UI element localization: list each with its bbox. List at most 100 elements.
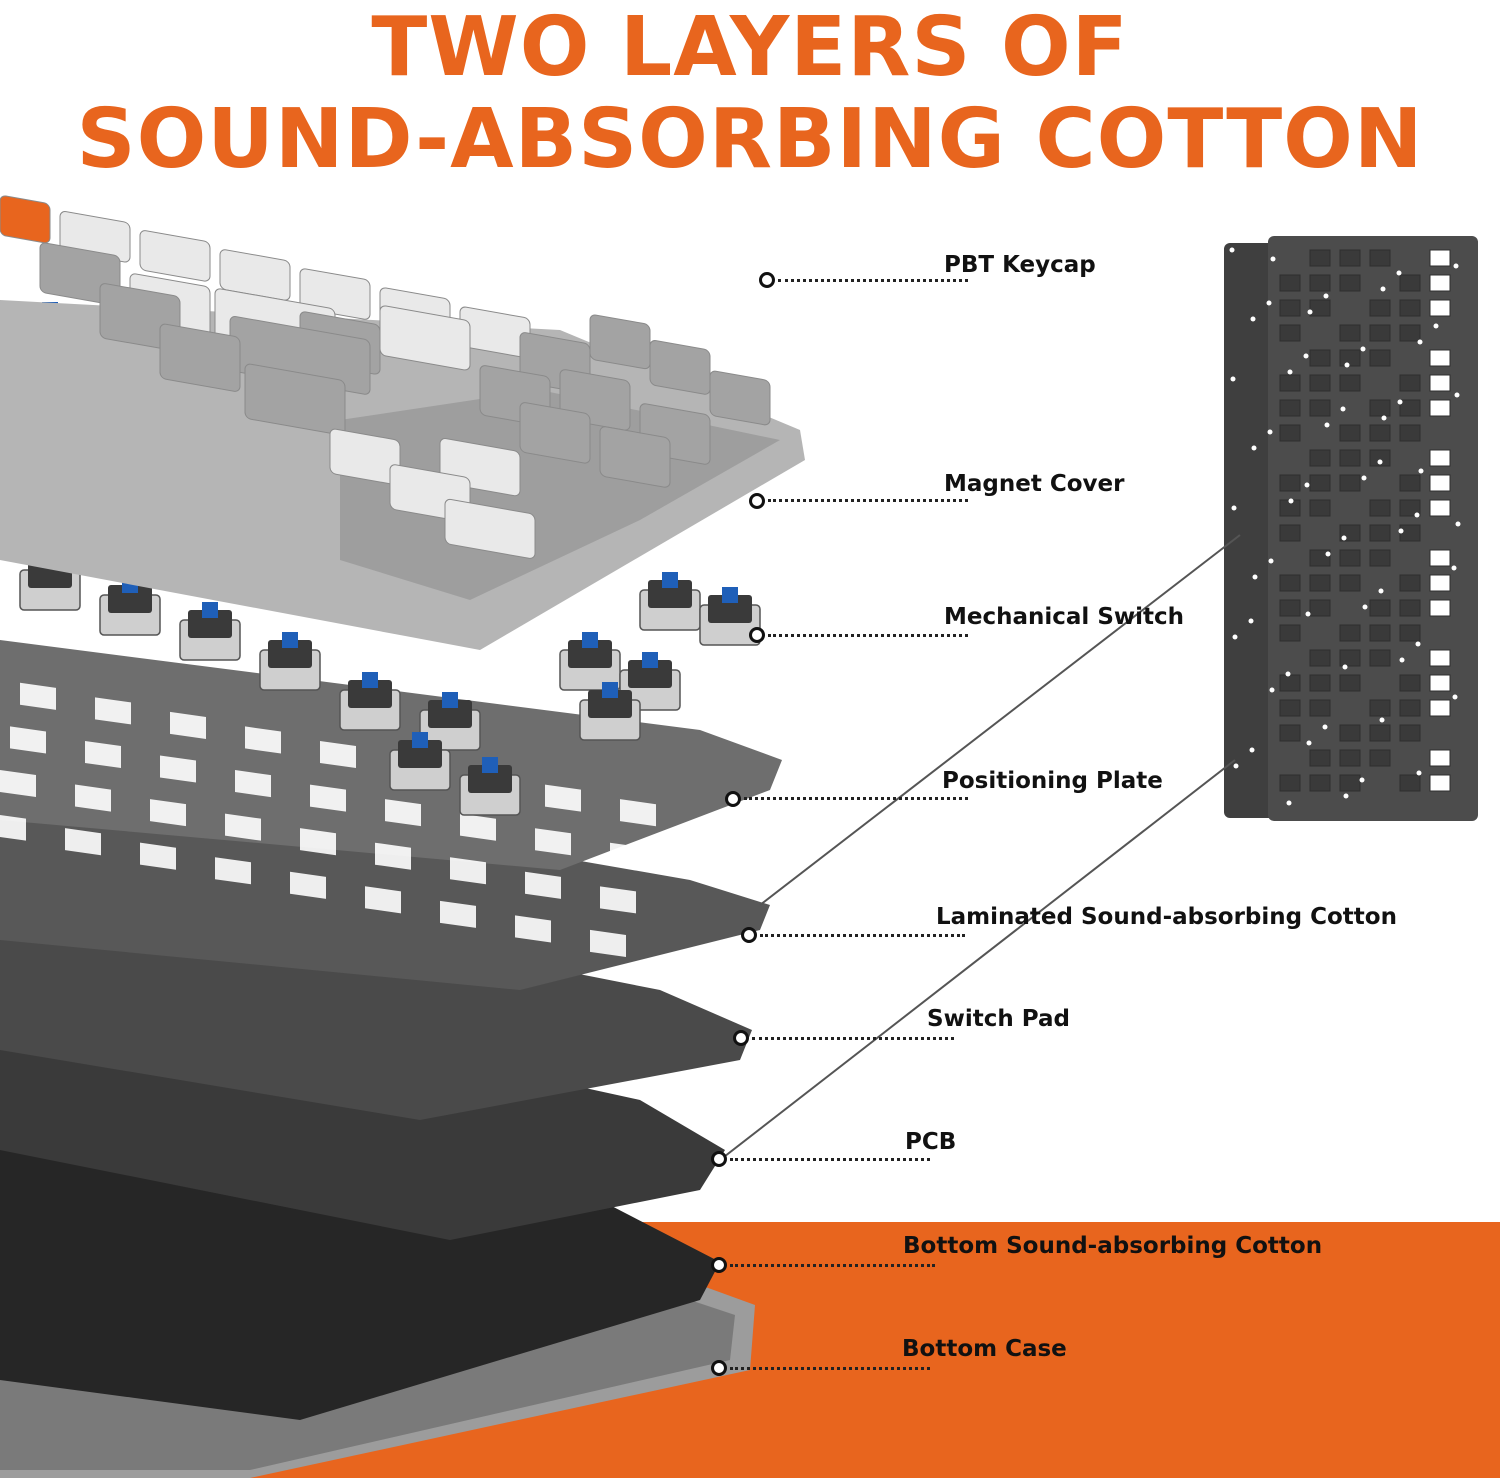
plate-cutout <box>65 828 101 856</box>
side-plate-cutout <box>1369 524 1391 542</box>
leader-pbt-keycap <box>778 279 968 282</box>
side-plate-dot <box>1360 346 1366 352</box>
side-plate-dot <box>1344 362 1350 368</box>
side-plate-dot <box>1414 512 1420 518</box>
plate-cutout <box>20 682 56 710</box>
side-plate-cutout <box>1309 349 1331 367</box>
side-plate-cutout <box>1279 299 1301 317</box>
side-plate-cutout <box>1339 649 1361 667</box>
side-plate-dot <box>1454 392 1460 398</box>
keycap <box>599 426 671 488</box>
label-pbt-keycap: PBT Keycap <box>944 252 1096 278</box>
label-bottom-cotton: Bottom Sound-absorbing Cotton <box>903 1233 1323 1259</box>
side-plate-cutout <box>1399 274 1421 292</box>
side-plate-cutout <box>1399 624 1421 642</box>
side-plate-cutout <box>1369 349 1391 367</box>
side-plate-cutout <box>1429 649 1451 667</box>
side-plate-dot <box>1436 710 1442 716</box>
keycap <box>159 323 241 392</box>
side-plate-cutout <box>1399 324 1421 342</box>
side-plate-dot <box>1233 763 1239 769</box>
plate-cutout <box>225 813 261 841</box>
plate-cutout <box>0 770 36 798</box>
side-plate-cutout <box>1369 499 1391 517</box>
leader-bottom-cotton <box>730 1264 935 1267</box>
plate-cutout <box>600 886 636 914</box>
side-plate-dot <box>1307 309 1313 315</box>
side-plate-cutout <box>1369 624 1391 642</box>
side-plate-cutout <box>1429 549 1451 567</box>
side-plate-cutout <box>1369 724 1391 742</box>
mechanical-switch-icon <box>579 682 641 741</box>
side-plate-cutout <box>1429 774 1451 792</box>
side-plate-dot <box>1230 376 1236 382</box>
leader-pcb <box>730 1158 930 1161</box>
side-plate-dot <box>1340 406 1346 412</box>
label-mechanical-switch: Mechanical Switch <box>944 604 1185 630</box>
plate-cutout <box>545 784 581 812</box>
mechanical-switch-icon <box>699 587 761 646</box>
side-plate-cutout <box>1369 399 1391 417</box>
side-plate-cutout <box>1309 499 1331 517</box>
side-plate-cutout <box>1339 449 1361 467</box>
plate-cutout <box>150 799 186 827</box>
side-plate-cutout <box>1429 749 1451 767</box>
side-plate-cutout <box>1399 674 1421 692</box>
side-plate-dot <box>1381 415 1387 421</box>
title-line-1: TWO LAYERS OF <box>371 0 1129 95</box>
keycap <box>519 402 591 464</box>
plate-side-view <box>1224 236 1478 821</box>
side-plate-dot <box>1378 588 1384 594</box>
side-plate-cutout <box>1279 274 1301 292</box>
side-plate-cutout <box>1429 249 1451 267</box>
side-plate-cutout <box>1309 299 1331 317</box>
side-plate-dot <box>1248 618 1254 624</box>
side-plate-cutout <box>1399 474 1421 492</box>
plate-cutout <box>75 784 111 812</box>
side-plate-cutout <box>1429 449 1451 467</box>
side-plate-dot <box>1270 256 1276 262</box>
mechanical-switch-icon <box>559 632 621 691</box>
side-plate-dot <box>1324 422 1330 428</box>
side-plate-dot <box>1231 505 1237 511</box>
side-plate-cutout <box>1279 774 1301 792</box>
side-plate-dot <box>1322 724 1328 730</box>
side-plate-cutout <box>1429 474 1451 492</box>
plate-cutout <box>10 726 46 754</box>
label-laminated-cotton: Laminated Sound-absorbing Cotton <box>936 904 1397 930</box>
side-plate-dot <box>1396 270 1402 276</box>
callout-dot-bottom-case <box>711 1360 727 1376</box>
side-plate-cutout <box>1429 274 1451 292</box>
side-plate-dot <box>1266 300 1272 306</box>
side-plate-dot <box>1453 263 1459 269</box>
side-plate-cutout <box>1279 399 1301 417</box>
side-plate-cutout <box>1429 349 1451 367</box>
plate-cutout <box>300 828 336 856</box>
side-plate-dot <box>1303 353 1309 359</box>
label-switch-pad: Switch Pad <box>927 1006 1070 1032</box>
side-plate-dot <box>1433 323 1439 329</box>
side-plate-cutout <box>1369 699 1391 717</box>
mechanical-switch-icon <box>99 577 161 636</box>
mechanical-switch-icon <box>639 572 701 631</box>
leader-positioning-plate <box>744 797 968 800</box>
plate-cutout <box>375 842 411 870</box>
side-plate-cutout <box>1399 399 1421 417</box>
side-plate-cutout <box>1399 774 1421 792</box>
side-plate-dot <box>1304 482 1310 488</box>
side-plate-cutout <box>1429 599 1451 617</box>
side-plate-dot <box>1451 565 1457 571</box>
side-plate-dot <box>1343 793 1349 799</box>
side-plate-cutout <box>1369 549 1391 567</box>
side-plate-cutout <box>1309 449 1331 467</box>
leader-bottom-case <box>730 1367 930 1370</box>
side-plate-dot <box>1379 717 1385 723</box>
side-plate-cutout <box>1399 299 1421 317</box>
side-plate-dot <box>1398 528 1404 534</box>
side-plate-cutout <box>1339 249 1361 267</box>
side-plate-cutout <box>1279 374 1301 392</box>
side-plate-cutout <box>1339 549 1361 567</box>
side-plate-dot <box>1268 558 1274 564</box>
side-plate-dot <box>1229 247 1235 253</box>
side-plate-cutout <box>1309 749 1331 767</box>
